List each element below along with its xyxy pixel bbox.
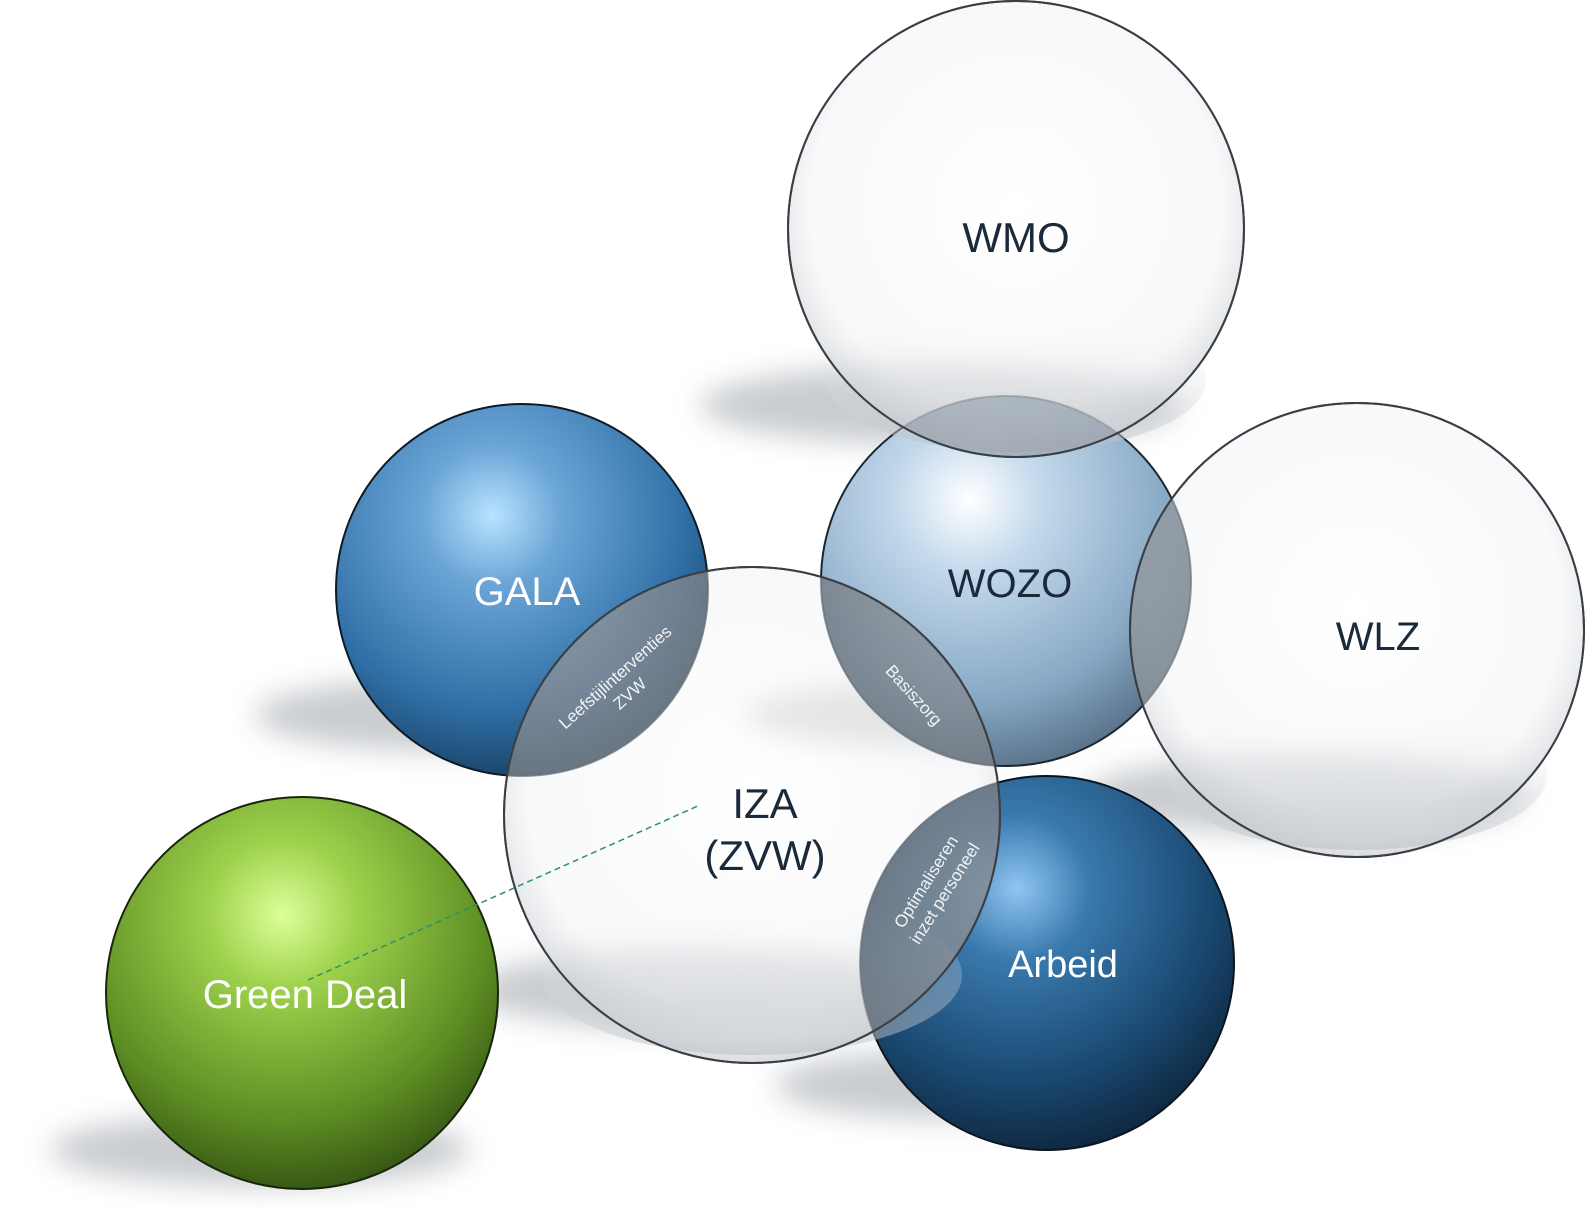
- label-wozo: WOZO: [948, 562, 1072, 606]
- sphere-green-deal: [105, 796, 499, 1190]
- sphere-wlz: [1129, 402, 1585, 858]
- label-gala: GALA: [474, 570, 581, 614]
- label-wlz: WLZ: [1336, 615, 1420, 659]
- label-wmo: WMO: [962, 214, 1069, 261]
- label-green-deal: Green Deal: [203, 973, 408, 1017]
- label-arbeid: Arbeid: [1008, 944, 1118, 986]
- connector-line: [307, 804, 701, 981]
- label-iza: IZA: [732, 780, 797, 827]
- sphere-wmo: [787, 0, 1245, 458]
- label-zvw: (ZVW): [704, 832, 825, 879]
